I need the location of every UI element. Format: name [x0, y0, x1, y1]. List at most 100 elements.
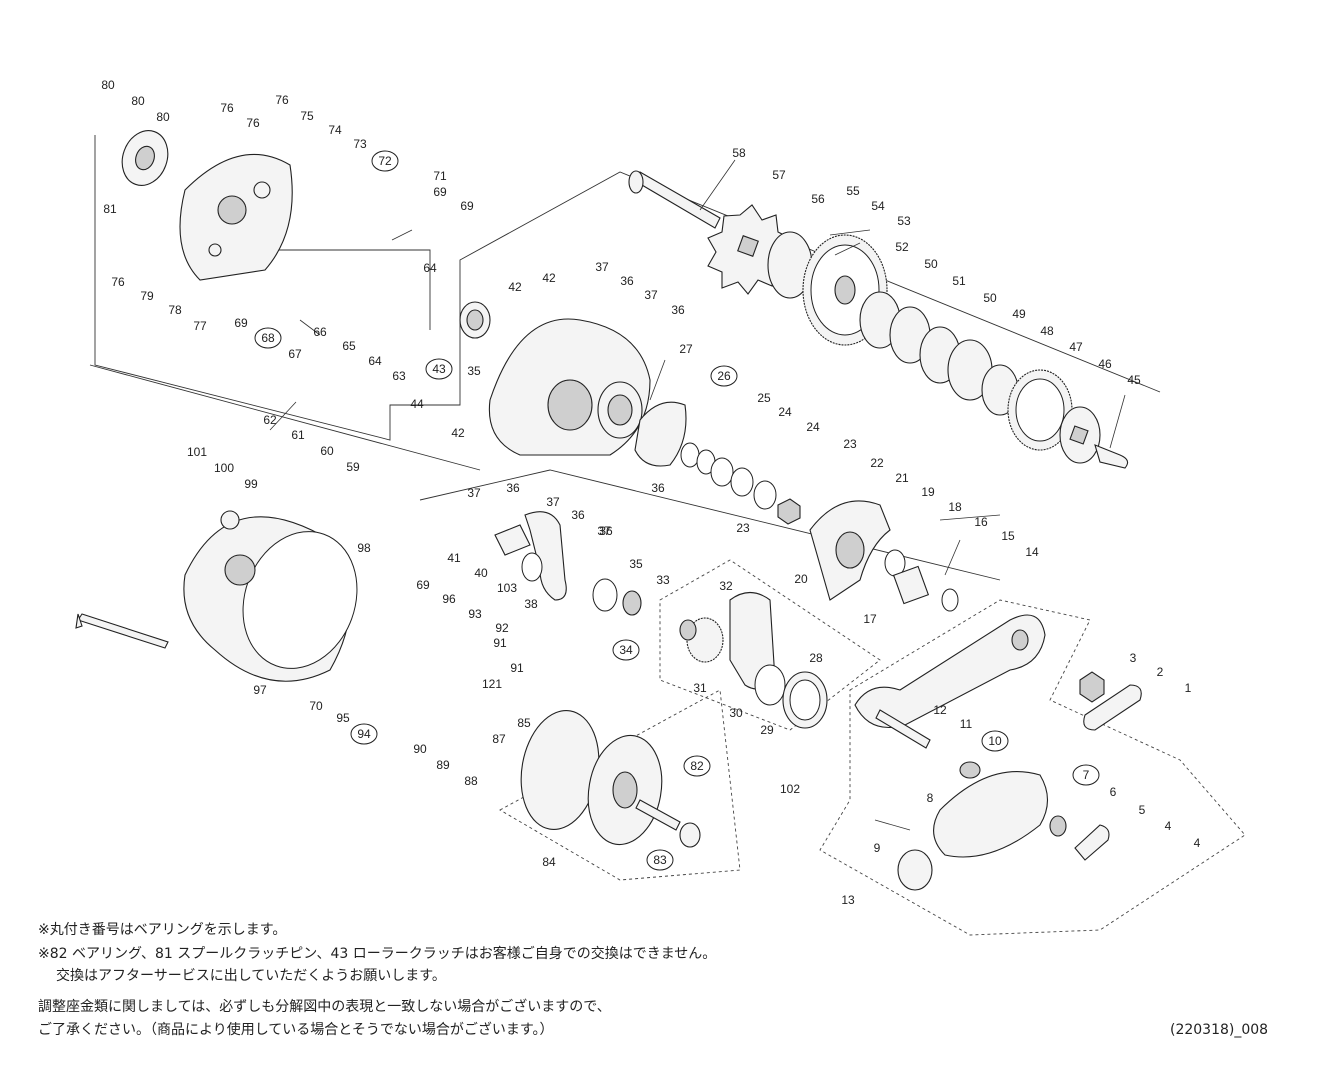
part-number: 69 — [433, 185, 447, 199]
part-number: 66 — [313, 325, 327, 339]
part-number: 103 — [497, 581, 517, 595]
part-number: 54 — [871, 199, 885, 213]
part-number: 23 — [843, 437, 857, 451]
part-label-51: 51 — [952, 274, 966, 288]
part-label-62: 62 — [263, 413, 277, 427]
part-number: 5 — [1139, 803, 1146, 817]
part-number: 95 — [336, 711, 350, 725]
part-label-11: 11 — [960, 717, 973, 731]
cover-27 — [634, 401, 687, 467]
part-number: 76 — [246, 116, 260, 130]
part-number: 64 — [368, 354, 382, 368]
part-number: 4 — [1194, 836, 1201, 850]
note-after-service: 交換はアフターサービスに出していただくようお願いします。 — [56, 968, 446, 984]
part-label-13: 13 — [841, 893, 855, 907]
main-shaft-58 — [628, 170, 721, 229]
part-label-89: 89 — [436, 758, 450, 772]
part-number: 11 — [960, 717, 973, 731]
part-number: 97 — [253, 683, 267, 697]
part-number: 40 — [474, 566, 488, 580]
note-bearing: ※丸付き番号はベアリングを示します。 — [38, 922, 287, 938]
bearing-marker — [646, 849, 674, 871]
part-number: 92 — [495, 621, 509, 635]
part-label-37: 37 — [467, 486, 481, 500]
part-number: 59 — [346, 460, 360, 474]
part-number: 41 — [447, 551, 461, 565]
part-number: 37 — [595, 260, 609, 274]
part-number-labels: 1234456789101112131415161718192021222323… — [101, 78, 1200, 907]
part-number: 79 — [140, 289, 154, 303]
part-label-17: 17 — [863, 612, 877, 626]
part-label-36: 36 — [599, 524, 613, 538]
part-label-43: 43 — [425, 358, 453, 380]
part-number: 33 — [656, 573, 670, 587]
part-label-54: 54 — [871, 199, 885, 213]
part-label-2: 2 — [1157, 665, 1164, 679]
part-label-90: 90 — [413, 742, 427, 756]
part-label-59: 59 — [346, 460, 360, 474]
part-label-16: 16 — [974, 515, 988, 529]
part-label-100: 100 — [214, 461, 234, 475]
part-number: 31 — [693, 681, 707, 695]
part-label-97: 97 — [253, 683, 267, 697]
part-label-26: 26 — [710, 365, 738, 387]
part-number: 1 — [1185, 681, 1192, 695]
part-number: 50 — [983, 291, 997, 305]
part-number: 91 — [510, 661, 524, 675]
part-label-37: 37 — [546, 495, 560, 509]
part-label-66: 66 — [313, 325, 327, 339]
part-label-44: 44 — [410, 397, 424, 411]
part-number: 30 — [729, 706, 743, 720]
part-number: 2 — [1157, 665, 1164, 679]
part-number: 18 — [948, 500, 962, 514]
part-number: 37 — [467, 486, 481, 500]
part-number: 74 — [328, 123, 342, 137]
part-label-33: 33 — [656, 573, 670, 587]
part-label-45: 45 — [1127, 373, 1141, 387]
part-label-27: 27 — [679, 342, 693, 356]
part-number: 71 — [433, 169, 447, 183]
note-shim-usage: ご了承ください。（商品により使用している場合とそうでない場合がございます。） — [38, 1022, 554, 1038]
part-number: 78 — [168, 303, 182, 317]
part-label-69: 69 — [416, 578, 430, 592]
part-label-41: 41 — [447, 551, 461, 565]
part-number: 50 — [924, 257, 938, 271]
part-number: 51 — [952, 274, 966, 288]
washers-23-26 — [680, 442, 801, 525]
part-number: 35 — [629, 557, 643, 571]
part-label-99: 99 — [244, 477, 258, 491]
part-label-58: 58 — [732, 146, 746, 160]
bearing-marker — [350, 723, 378, 745]
part-number: 76 — [275, 93, 289, 107]
part-number: 53 — [897, 214, 911, 228]
bearing-marker — [710, 365, 738, 387]
part-label-42: 42 — [542, 271, 556, 285]
part-number: 6 — [1110, 785, 1117, 799]
part-number: 75 — [300, 109, 314, 123]
part-number: 35 — [467, 364, 481, 378]
part-label-36: 36 — [571, 508, 585, 522]
part-number: 42 — [542, 271, 556, 285]
part-label-10: 10 — [981, 730, 1009, 752]
part-number: 67 — [288, 347, 302, 361]
side-plate — [179, 153, 293, 281]
part-label-47: 47 — [1069, 340, 1083, 354]
part-number: 4 — [1165, 819, 1172, 833]
part-label-9: 9 — [874, 841, 881, 855]
part-number: 47 — [1069, 340, 1083, 354]
part-number: 8 — [927, 791, 934, 805]
part-label-55: 55 — [846, 184, 860, 198]
part-number: 68 — [261, 331, 275, 345]
part-label-22: 22 — [870, 456, 884, 470]
part-label-81: 81 — [103, 202, 117, 216]
part-label-6: 6 — [1110, 785, 1117, 799]
part-number: 87 — [492, 732, 506, 746]
part-label-88: 88 — [464, 774, 478, 788]
part-number: 57 — [772, 168, 786, 182]
part-number: 80 — [101, 78, 115, 92]
part-label-72: 72 — [371, 150, 399, 172]
part-number: 70 — [309, 699, 323, 713]
part-number: 80 — [156, 110, 170, 124]
part-label-40: 40 — [474, 566, 488, 580]
